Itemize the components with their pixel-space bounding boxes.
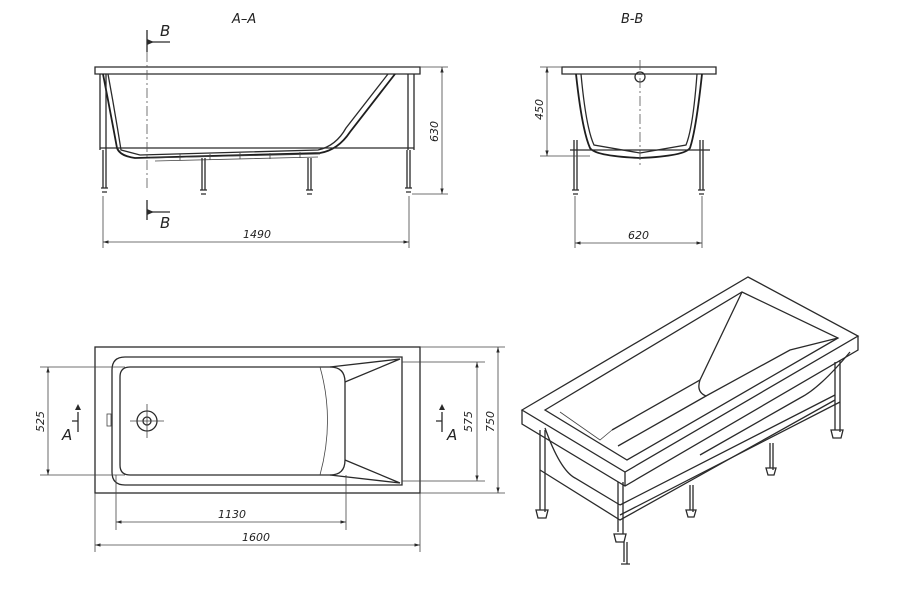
section-aa-view: A–A B B bbox=[94, 12, 448, 248]
end-legs bbox=[570, 140, 710, 195]
frame-legs bbox=[101, 150, 412, 195]
section-bb-view: B-B 450 620 bbox=[533, 12, 717, 248]
svg-text:1490: 1490 bbox=[243, 228, 271, 241]
dim-inner-width-525: 525 bbox=[34, 366, 125, 476]
iso-rim-top bbox=[520, 276, 860, 473]
iso-tub-body bbox=[544, 351, 851, 506]
plan-inner-rim bbox=[111, 356, 403, 486]
dim-length-1490: 1490 bbox=[102, 196, 410, 248]
dim-mid-width-575: 575 bbox=[402, 361, 485, 482]
cut-label-b-bottom: B bbox=[160, 214, 170, 232]
section-bb-title: B-B bbox=[621, 12, 643, 27]
svg-text:450: 450 bbox=[533, 99, 546, 120]
svg-text:620: 620 bbox=[628, 229, 649, 242]
iso-frame bbox=[535, 360, 844, 565]
svg-text:630: 630 bbox=[428, 121, 441, 142]
tub-body-outline bbox=[102, 73, 396, 159]
svg-text:1600: 1600 bbox=[242, 531, 270, 544]
plan-outer-rim bbox=[94, 346, 421, 494]
tub-rim bbox=[94, 66, 421, 75]
dim-width-620: 620 bbox=[574, 196, 703, 248]
dim-outer-width-750: 750 bbox=[420, 346, 505, 494]
isometric-view bbox=[520, 276, 860, 565]
dim-height-630: 630 bbox=[412, 66, 448, 195]
iso-basin-floor bbox=[611, 379, 707, 447]
cut-label-b-top: B bbox=[160, 22, 170, 40]
section-b-cut-marker: B B bbox=[146, 22, 170, 232]
cut-label-a-right: A bbox=[446, 426, 457, 444]
section-a-cut-marker: A A bbox=[61, 404, 457, 444]
tub-bottom-strip bbox=[149, 153, 321, 162]
plan-view: A A 525 575 750 1130 bbox=[34, 346, 505, 552]
frame-posts bbox=[99, 74, 415, 150]
dim-depth-450: 450 bbox=[533, 66, 590, 157]
plan-backrest bbox=[329, 358, 401, 484]
dim-inner-length-1130: 1130 bbox=[115, 475, 347, 530]
svg-text:575: 575 bbox=[462, 411, 475, 432]
svg-text:1130: 1130 bbox=[218, 508, 246, 521]
dim-outer-length-1600: 1600 bbox=[94, 493, 421, 552]
svg-text:525: 525 bbox=[34, 411, 47, 432]
tub-inner-outline bbox=[107, 73, 389, 156]
end-rim bbox=[561, 66, 717, 75]
cut-label-a-left: A bbox=[61, 426, 72, 444]
drain-icon bbox=[130, 404, 164, 438]
end-tub-inner bbox=[580, 73, 698, 154]
svg-text:750: 750 bbox=[484, 411, 497, 432]
section-aa-title: A–A bbox=[231, 12, 256, 27]
